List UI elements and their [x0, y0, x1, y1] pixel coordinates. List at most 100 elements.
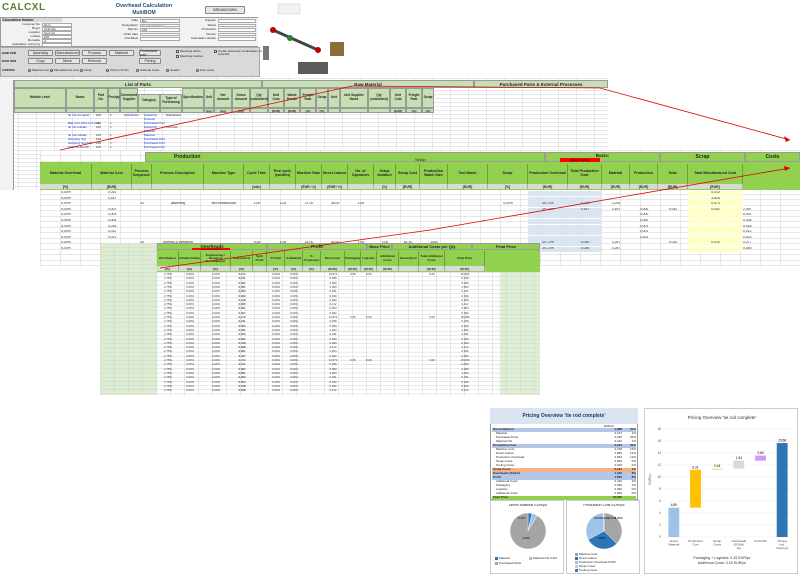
ovh-cell: 0,00% [285, 359, 303, 362]
ovh-cell: 0,00% [285, 385, 303, 388]
legend-swatch [495, 557, 498, 560]
ovh-cell: 4,00% [201, 389, 231, 392]
pie1-title: Direct Material EUR/pc [491, 504, 565, 508]
ovh-cell: 0,00 [419, 359, 445, 362]
ovh-cell: 0,00% [285, 325, 303, 328]
ovh-cell: 0,004 [445, 350, 485, 353]
ovh-cell: 0,00% [267, 325, 285, 328]
ovh-cell: 0,001 [231, 350, 253, 353]
ovh-cell: 0,00% [285, 312, 303, 315]
x-tick: Material [668, 543, 679, 547]
ovh-cell: 4,00% [201, 381, 231, 384]
bar-label: 0,85 [757, 451, 763, 455]
ovh-cell: 0,00% [267, 307, 285, 310]
ovh-cell: 0,027 [231, 355, 253, 358]
ovh-cell: 0,00% [285, 372, 303, 375]
ovh-cell: 0,00% [267, 381, 285, 384]
ovh-cell: 0,00% [285, 350, 303, 353]
ovh-cell: 2,75% [157, 381, 179, 384]
ovh-cell: 0,004 [321, 350, 345, 353]
ovh-cell: 0,004 [321, 307, 345, 310]
ovh-cell: 0,00% [267, 389, 285, 392]
ovh-cell: 0,06 [361, 316, 377, 319]
ovh-cell: 0,472 [231, 316, 253, 319]
ovh-cell: 2,75% [157, 329, 179, 332]
ovh-cell: 0,00% [285, 368, 303, 371]
y-tick: 12 [657, 463, 661, 467]
ovh-cell: 0,300 [445, 342, 485, 345]
ovh-cell: 0,00% [179, 320, 201, 323]
ovh-cell: 4,00% [201, 342, 231, 345]
ovh-cell: 0,028 [445, 320, 485, 323]
legend-swatch [575, 557, 578, 560]
ovh-cell: 0,300 [445, 385, 485, 388]
ovh-cell: 0,009 [445, 368, 485, 371]
ovh-cell: 13,571 [321, 316, 345, 319]
legend-swatch [575, 561, 578, 564]
ovh-cell: 0,041 [321, 333, 345, 336]
ovh-cell: 2,75% [157, 320, 179, 323]
chart-footer: Packaging + Logistics: 0,35 EUR/pc [693, 556, 750, 560]
ovh-cell: 4,00% [201, 368, 231, 371]
ovh-cell: 0,009 [321, 325, 345, 328]
chart-footer: Additional Costs: 0,00 EUR/pc [698, 561, 747, 565]
bar-label: 1,34 [736, 456, 742, 460]
ovh-cell: 2,75% [157, 325, 179, 328]
x-tick: Cost [692, 543, 698, 547]
ovh-cell: 0,00% [179, 350, 201, 353]
ovh-cell: 0,002 [231, 338, 253, 341]
ovh-cell: 0,112 [321, 346, 345, 349]
ovh-cell: 2,75% [157, 346, 179, 349]
y-tick: 8 [659, 487, 661, 491]
ovh-cell: 0,00% [267, 385, 285, 388]
ovh-cell: 0,00% [179, 333, 201, 336]
ovh-cell: 0,008 [231, 346, 253, 349]
ovh-cell: 0,018 [231, 385, 253, 388]
ovh-cell: 0,00% [267, 320, 285, 323]
ovh-cell: 0,00% [179, 312, 201, 315]
legend-label: Material OH 0,222 [533, 557, 557, 560]
ovh-cell: 0,002 [231, 381, 253, 384]
y-axis-label: EUR/pc [648, 473, 652, 484]
ovh-cell: 0,00% [179, 359, 201, 362]
ovh-cell: 15,665 [445, 359, 485, 362]
ovh-cell: 0,00% [267, 303, 285, 306]
ovh-cell: 0,00% [179, 325, 201, 328]
legend-label: Scrap Costs [579, 565, 595, 568]
ovh-cell: 0,00% [267, 350, 285, 353]
ovh-cell: 0,00% [179, 342, 201, 345]
ovh-cell: 0,027 [231, 312, 253, 315]
ovh-cell: 0,112 [445, 346, 485, 349]
ovh-cell: 0,002 [231, 325, 253, 328]
ovh-cell: 0,00% [267, 359, 285, 362]
ovh-cell: 0,00% [285, 329, 303, 332]
ovh-cell: 0,472 [231, 359, 253, 362]
legend-label: Machine Cost [579, 553, 597, 556]
ovh-cell: 0,00 [419, 316, 445, 319]
ovh-cell: 4,00% [201, 363, 231, 366]
y-tick: 0 [659, 535, 661, 539]
ovh-cell: 0,028 [321, 363, 345, 366]
bar-label: 6,31 [692, 465, 698, 469]
pie-label: 4,180 [522, 536, 530, 540]
ovh-cell: 0,00% [179, 385, 201, 388]
ovh-cell: 4,00% [201, 320, 231, 323]
ovh-cell: 0,392 [321, 355, 345, 358]
ovh-cell: 0,003 [231, 376, 253, 379]
ovh-cell: 0,00% [285, 303, 303, 306]
ovh-cell: 2,75% [157, 368, 179, 371]
ovh-cell: 0,00% [267, 329, 285, 332]
bar-label: 0,18 [714, 464, 720, 468]
ovh-cell: 0,392 [321, 312, 345, 315]
y-tick: 18 [657, 427, 661, 431]
ovh-cell: 0,00% [267, 346, 285, 349]
ovh-cell: 0,35 [345, 316, 361, 319]
ovh-cell: 4,00% [201, 372, 231, 375]
bar [777, 443, 788, 537]
y-tick: 16 [657, 439, 661, 443]
ovh-cell: 0,00% [179, 376, 201, 379]
bar [690, 470, 701, 508]
ovh-cell: 0,00% [179, 303, 201, 306]
ovh-cell: 0,00% [267, 372, 285, 375]
